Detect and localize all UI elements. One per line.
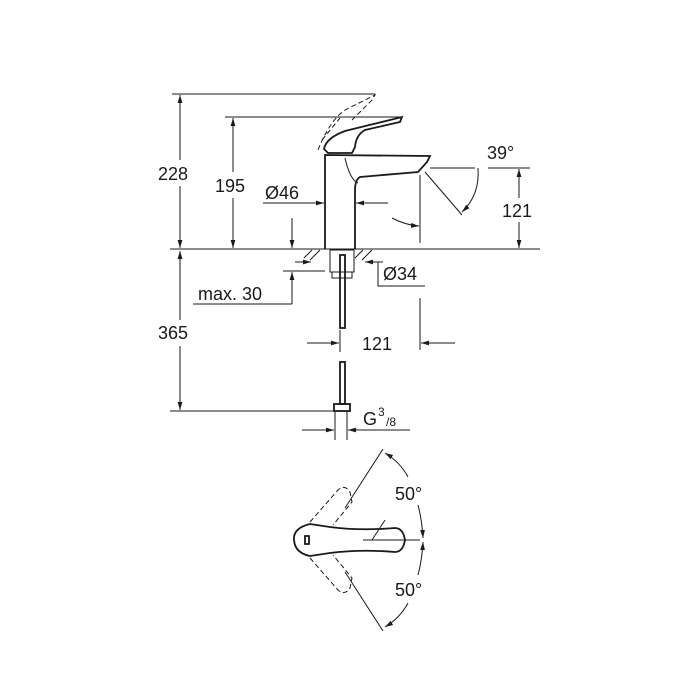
faucet-side-view [303, 93, 432, 412]
label-body-diameter: Ø46 [265, 183, 299, 203]
label-spout-angle: 39° [487, 143, 514, 163]
label-hose-length: 365 [158, 323, 188, 343]
label-spout-height: 121 [502, 201, 532, 221]
label-handle-height: 195 [215, 176, 245, 196]
label-rotation-right: 50° [395, 580, 422, 600]
label-spout-reach: 121 [362, 334, 392, 354]
label-max-thickness: max. 30 [198, 284, 262, 304]
connection-g: G [363, 409, 377, 429]
connection-num: 3 [378, 405, 385, 419]
connection-den: /8 [386, 415, 396, 429]
dimensions [170, 95, 522, 440]
label-rotation-left: 50° [395, 484, 422, 504]
label-connection-thread: G 3 /8 [363, 405, 396, 429]
faucet-top-view [293, 448, 425, 632]
label-hole-diameter: Ø34 [383, 264, 417, 284]
label-total-height: 228 [158, 164, 188, 184]
